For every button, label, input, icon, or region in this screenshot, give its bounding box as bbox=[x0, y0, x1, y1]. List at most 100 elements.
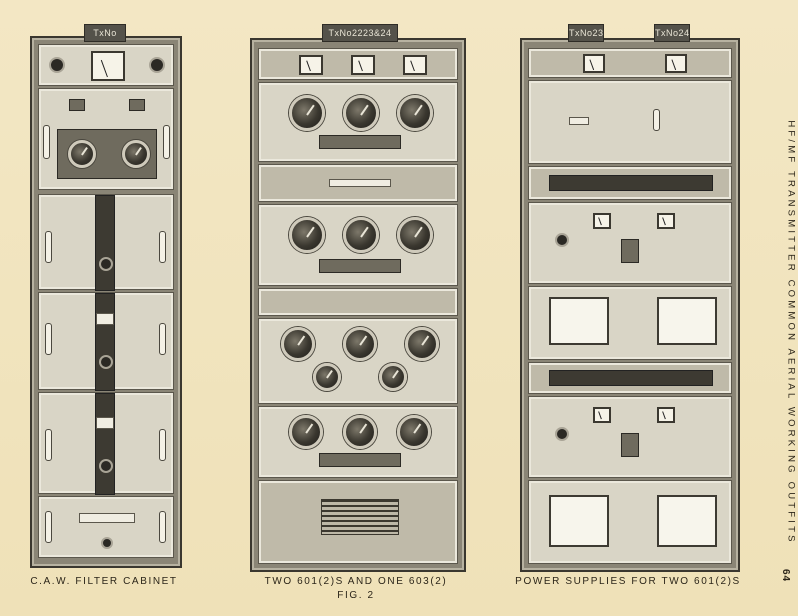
handle-icon bbox=[159, 511, 166, 543]
handle-icon bbox=[163, 125, 170, 159]
blank-panel bbox=[258, 164, 458, 202]
cabinet-tag: TxNo23 bbox=[568, 24, 604, 42]
terminal-strip bbox=[528, 362, 732, 394]
label-plate bbox=[329, 179, 391, 187]
handle-icon bbox=[45, 323, 52, 355]
centre-strip bbox=[95, 393, 115, 495]
knob-icon bbox=[49, 57, 65, 73]
transmitter-unit bbox=[258, 318, 458, 404]
transmitter-unit bbox=[258, 406, 458, 478]
meter-strip bbox=[528, 48, 732, 78]
dial-icon bbox=[289, 415, 323, 449]
meter-icon bbox=[91, 51, 125, 81]
power-supply-cabinet-photo: TxNo23 TxNo24 bbox=[520, 24, 740, 572]
handle-icon bbox=[43, 125, 50, 159]
caption-right: POWER SUPPLIES FOR TWO 601(2)S bbox=[515, 576, 741, 587]
meter-icon bbox=[403, 55, 427, 75]
centre-strip bbox=[95, 195, 115, 291]
caption-middle: TWO 601(2)S AND ONE 603(2) bbox=[264, 576, 448, 587]
knob-icon bbox=[99, 257, 113, 271]
label-plate bbox=[569, 117, 589, 125]
dial-icon bbox=[343, 327, 377, 361]
side-title: HF/MF TRANSMITTER COMMON AERIAL WORKING … bbox=[786, 92, 797, 562]
transmitter-unit bbox=[258, 82, 458, 162]
handle-icon bbox=[45, 231, 52, 263]
meter-panel bbox=[38, 44, 174, 86]
side-title-text: HF/MF TRANSMITTER COMMON AERIAL WORKING … bbox=[785, 120, 797, 545]
figure-label: FIG. 2 bbox=[337, 590, 375, 601]
inspection-window bbox=[549, 495, 609, 547]
filter-cabinet-photo: TxNo bbox=[30, 24, 182, 568]
label-plate bbox=[96, 313, 114, 325]
handle-icon bbox=[159, 429, 166, 461]
label-plate bbox=[319, 453, 401, 467]
base-panel bbox=[38, 496, 174, 558]
knob-icon bbox=[149, 57, 165, 73]
meter-icon bbox=[657, 213, 675, 229]
handle-icon bbox=[159, 323, 166, 355]
meter-icon bbox=[665, 54, 687, 73]
dial-icon bbox=[313, 363, 341, 391]
window-panel bbox=[528, 480, 732, 564]
transmitter-unit bbox=[258, 204, 458, 286]
dial-icon bbox=[343, 415, 377, 449]
inspection-window bbox=[657, 297, 717, 345]
page-number: 64 bbox=[780, 568, 792, 583]
inspection-window bbox=[549, 297, 609, 345]
window-panel bbox=[528, 286, 732, 360]
dial-icon bbox=[289, 95, 325, 131]
knob-icon bbox=[555, 427, 569, 441]
dial-icon bbox=[379, 363, 407, 391]
dial-plate bbox=[57, 129, 157, 179]
door-panel bbox=[528, 80, 732, 164]
meter-strip bbox=[258, 48, 458, 80]
label-plate bbox=[69, 99, 85, 111]
switch-plate bbox=[621, 433, 639, 457]
meter-icon bbox=[657, 407, 675, 423]
terminal-bar bbox=[549, 370, 713, 386]
dial-icon bbox=[122, 140, 150, 168]
handle-icon bbox=[653, 109, 660, 131]
terminal-strip bbox=[528, 166, 732, 200]
knob-icon bbox=[99, 355, 113, 369]
blank-panel bbox=[258, 288, 458, 316]
dial-icon bbox=[397, 217, 433, 253]
vent-grille bbox=[321, 499, 399, 535]
ventilation-panel bbox=[258, 480, 458, 564]
label-plate bbox=[96, 417, 114, 429]
meter-icon bbox=[351, 55, 375, 75]
handle-icon bbox=[45, 511, 52, 543]
dial-icon bbox=[343, 95, 379, 131]
meter-icon bbox=[583, 54, 605, 73]
knob-icon bbox=[101, 537, 113, 549]
centre-strip bbox=[95, 293, 115, 391]
label-plate bbox=[319, 135, 401, 149]
label-plate bbox=[129, 99, 145, 111]
dial-icon bbox=[281, 327, 315, 361]
knob-icon bbox=[99, 459, 113, 473]
dial-icon bbox=[405, 327, 439, 361]
handle-icon bbox=[45, 429, 52, 461]
filter-unit bbox=[38, 194, 174, 291]
meter-icon bbox=[593, 407, 611, 423]
dial-icon bbox=[343, 217, 379, 253]
supply-unit bbox=[528, 396, 732, 478]
switch-plate bbox=[621, 239, 639, 263]
dial-icon bbox=[397, 95, 433, 131]
meter-icon bbox=[593, 213, 611, 229]
dial-icon bbox=[397, 415, 431, 449]
dial-icon bbox=[289, 217, 325, 253]
cabinet-tag: TxNo2223&24 bbox=[322, 24, 398, 42]
cabinet-tag: TxNo bbox=[84, 24, 126, 42]
filter-unit bbox=[38, 292, 174, 391]
cabinet-tag: TxNo24 bbox=[654, 24, 690, 42]
label-plate bbox=[79, 513, 135, 523]
supply-unit bbox=[528, 202, 732, 284]
knob-icon bbox=[555, 233, 569, 247]
filter-unit bbox=[38, 392, 174, 495]
dial-icon bbox=[68, 140, 96, 168]
inspection-window bbox=[657, 495, 717, 547]
label-plate bbox=[319, 259, 401, 273]
meter-icon bbox=[299, 55, 323, 75]
